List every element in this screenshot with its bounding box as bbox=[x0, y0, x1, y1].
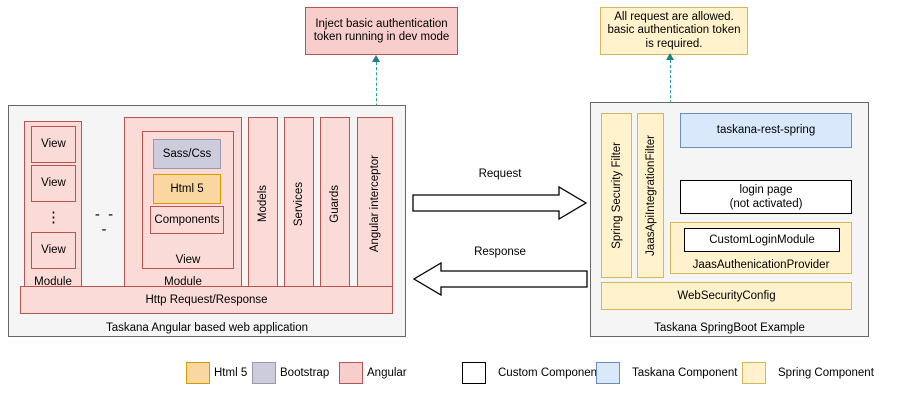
legend-label-taskana-component: Taskana Component bbox=[632, 367, 738, 379]
modules-ellipsis-icon: - - - bbox=[90, 207, 120, 237]
module-b-html5[interactable]: Html 5 bbox=[153, 174, 221, 204]
springboot-panel-caption: Taskana SpringBoot Example bbox=[654, 322, 805, 334]
legend-swatch-bootstrap bbox=[252, 362, 276, 384]
legend-item-taskana-component: Taskana Component bbox=[596, 362, 737, 384]
module-a-view-3-label: View bbox=[41, 244, 66, 256]
spring-security-filter[interactable]: Spring Security Filter bbox=[601, 113, 632, 278]
login-page-line2: (not activated) bbox=[729, 198, 803, 210]
angular-app-panel-caption: Taskana Angular based web application bbox=[105, 322, 309, 334]
legend: Html 5 Bootstrap Angular Custom Componen… bbox=[0, 358, 900, 388]
legend-item-angular: Angular bbox=[339, 362, 407, 384]
legend-item-custom-component: Custom Component bbox=[462, 362, 600, 384]
modules-ellipsis-glyph: - - - bbox=[94, 206, 116, 238]
jaas-api-integration-filter-label: JaasApiIntegrationFilter bbox=[644, 135, 657, 256]
legend-swatch-angular bbox=[339, 362, 363, 384]
spring-security-filter-label: Spring Security Filter bbox=[610, 142, 623, 249]
module-a-view-1-label: View bbox=[41, 138, 66, 150]
module-a-view-1[interactable]: View bbox=[31, 126, 76, 163]
legend-swatch-taskana-component bbox=[596, 362, 620, 384]
angular-callout-text: Inject basic authentication token runnin… bbox=[313, 17, 450, 44]
legend-swatch-custom-component bbox=[462, 362, 486, 384]
module-a-view-2-label: View bbox=[41, 177, 66, 189]
web-security-config[interactable]: WebSecurityConfig bbox=[601, 282, 852, 310]
custom-login-module[interactable]: CustomLoginModule bbox=[684, 228, 840, 252]
spring-callout-text: All request are allowed. basic authentic… bbox=[607, 10, 741, 50]
module-b-label: Module bbox=[164, 276, 202, 288]
module-a-ellipsis-icon: ⋮ bbox=[31, 204, 76, 230]
legend-label-angular: Angular bbox=[367, 367, 407, 379]
response-label: Response bbox=[474, 246, 526, 258]
legend-label-bootstrap: Bootstrap bbox=[280, 367, 330, 379]
taskana-rest-spring-box[interactable]: taskana-rest-spring bbox=[680, 113, 852, 148]
legend-swatch-spring-component bbox=[742, 362, 766, 384]
module-b-sass-css[interactable]: Sass/Css bbox=[153, 139, 221, 169]
response-arrow-icon bbox=[412, 262, 588, 296]
column-models[interactable]: Models bbox=[248, 117, 278, 291]
column-services-label: Services bbox=[293, 181, 305, 227]
module-a-view-3[interactable]: View bbox=[31, 232, 76, 269]
spring-callout: All request are allowed. basic authentic… bbox=[600, 7, 748, 55]
angular-callout: Inject basic authentication token runnin… bbox=[305, 7, 458, 55]
web-security-config-label: WebSecurityConfig bbox=[677, 289, 776, 302]
request-label: Request bbox=[478, 168, 522, 180]
legend-item-spring-component: Spring Component bbox=[742, 362, 874, 384]
legend-item-bootstrap: Bootstrap bbox=[252, 362, 329, 384]
angular-callout-connector bbox=[376, 62, 377, 122]
custom-login-module-label: CustomLoginModule bbox=[709, 233, 815, 246]
angular-callout-arrowhead-icon bbox=[372, 55, 380, 62]
taskana-rest-spring-label: taskana-rest-spring bbox=[716, 124, 816, 136]
http-request-response-label: Http Request/Response bbox=[145, 293, 268, 306]
http-request-response-bar[interactable]: Http Request/Response bbox=[20, 286, 393, 314]
column-angular-interceptor[interactable]: Angular interceptor bbox=[357, 117, 393, 291]
module-b-components-label: Components bbox=[154, 213, 220, 226]
legend-item-html5: Html 5 bbox=[186, 362, 247, 384]
column-services[interactable]: Services bbox=[284, 117, 314, 291]
login-page-box[interactable]: login page (not activated) bbox=[680, 180, 852, 214]
column-guards-label: Guards bbox=[329, 185, 341, 223]
module-a-view-2[interactable]: View bbox=[31, 165, 76, 202]
login-page-line1: login page bbox=[739, 184, 793, 196]
legend-label-custom-component: Custom Component bbox=[498, 367, 601, 379]
spring-callout-arrowhead-icon bbox=[666, 53, 674, 60]
column-guards[interactable]: Guards bbox=[320, 117, 350, 291]
column-angular-interceptor-label: Angular interceptor bbox=[369, 155, 381, 253]
module-b-components[interactable]: Components bbox=[150, 206, 224, 234]
request-arrow-icon bbox=[412, 186, 588, 220]
module-b-view-label: View bbox=[175, 254, 201, 266]
legend-label-html5: Html 5 bbox=[214, 367, 248, 379]
jaas-api-integration-filter[interactable]: JaasApiIntegrationFilter bbox=[637, 113, 664, 278]
module-b-sass-css-label: Sass/Css bbox=[162, 147, 212, 160]
module-a-ellipsis-glyph: ⋮ bbox=[46, 208, 61, 226]
module-b-html5-label: Html 5 bbox=[170, 182, 204, 195]
column-models-label: Models bbox=[257, 185, 269, 223]
legend-swatch-html5 bbox=[186, 362, 210, 384]
jaas-authentication-provider-label: JaasAuthenicationProvider bbox=[692, 259, 830, 271]
legend-label-spring-component: Spring Component bbox=[778, 367, 874, 379]
module-a-label: Module bbox=[34, 276, 72, 288]
